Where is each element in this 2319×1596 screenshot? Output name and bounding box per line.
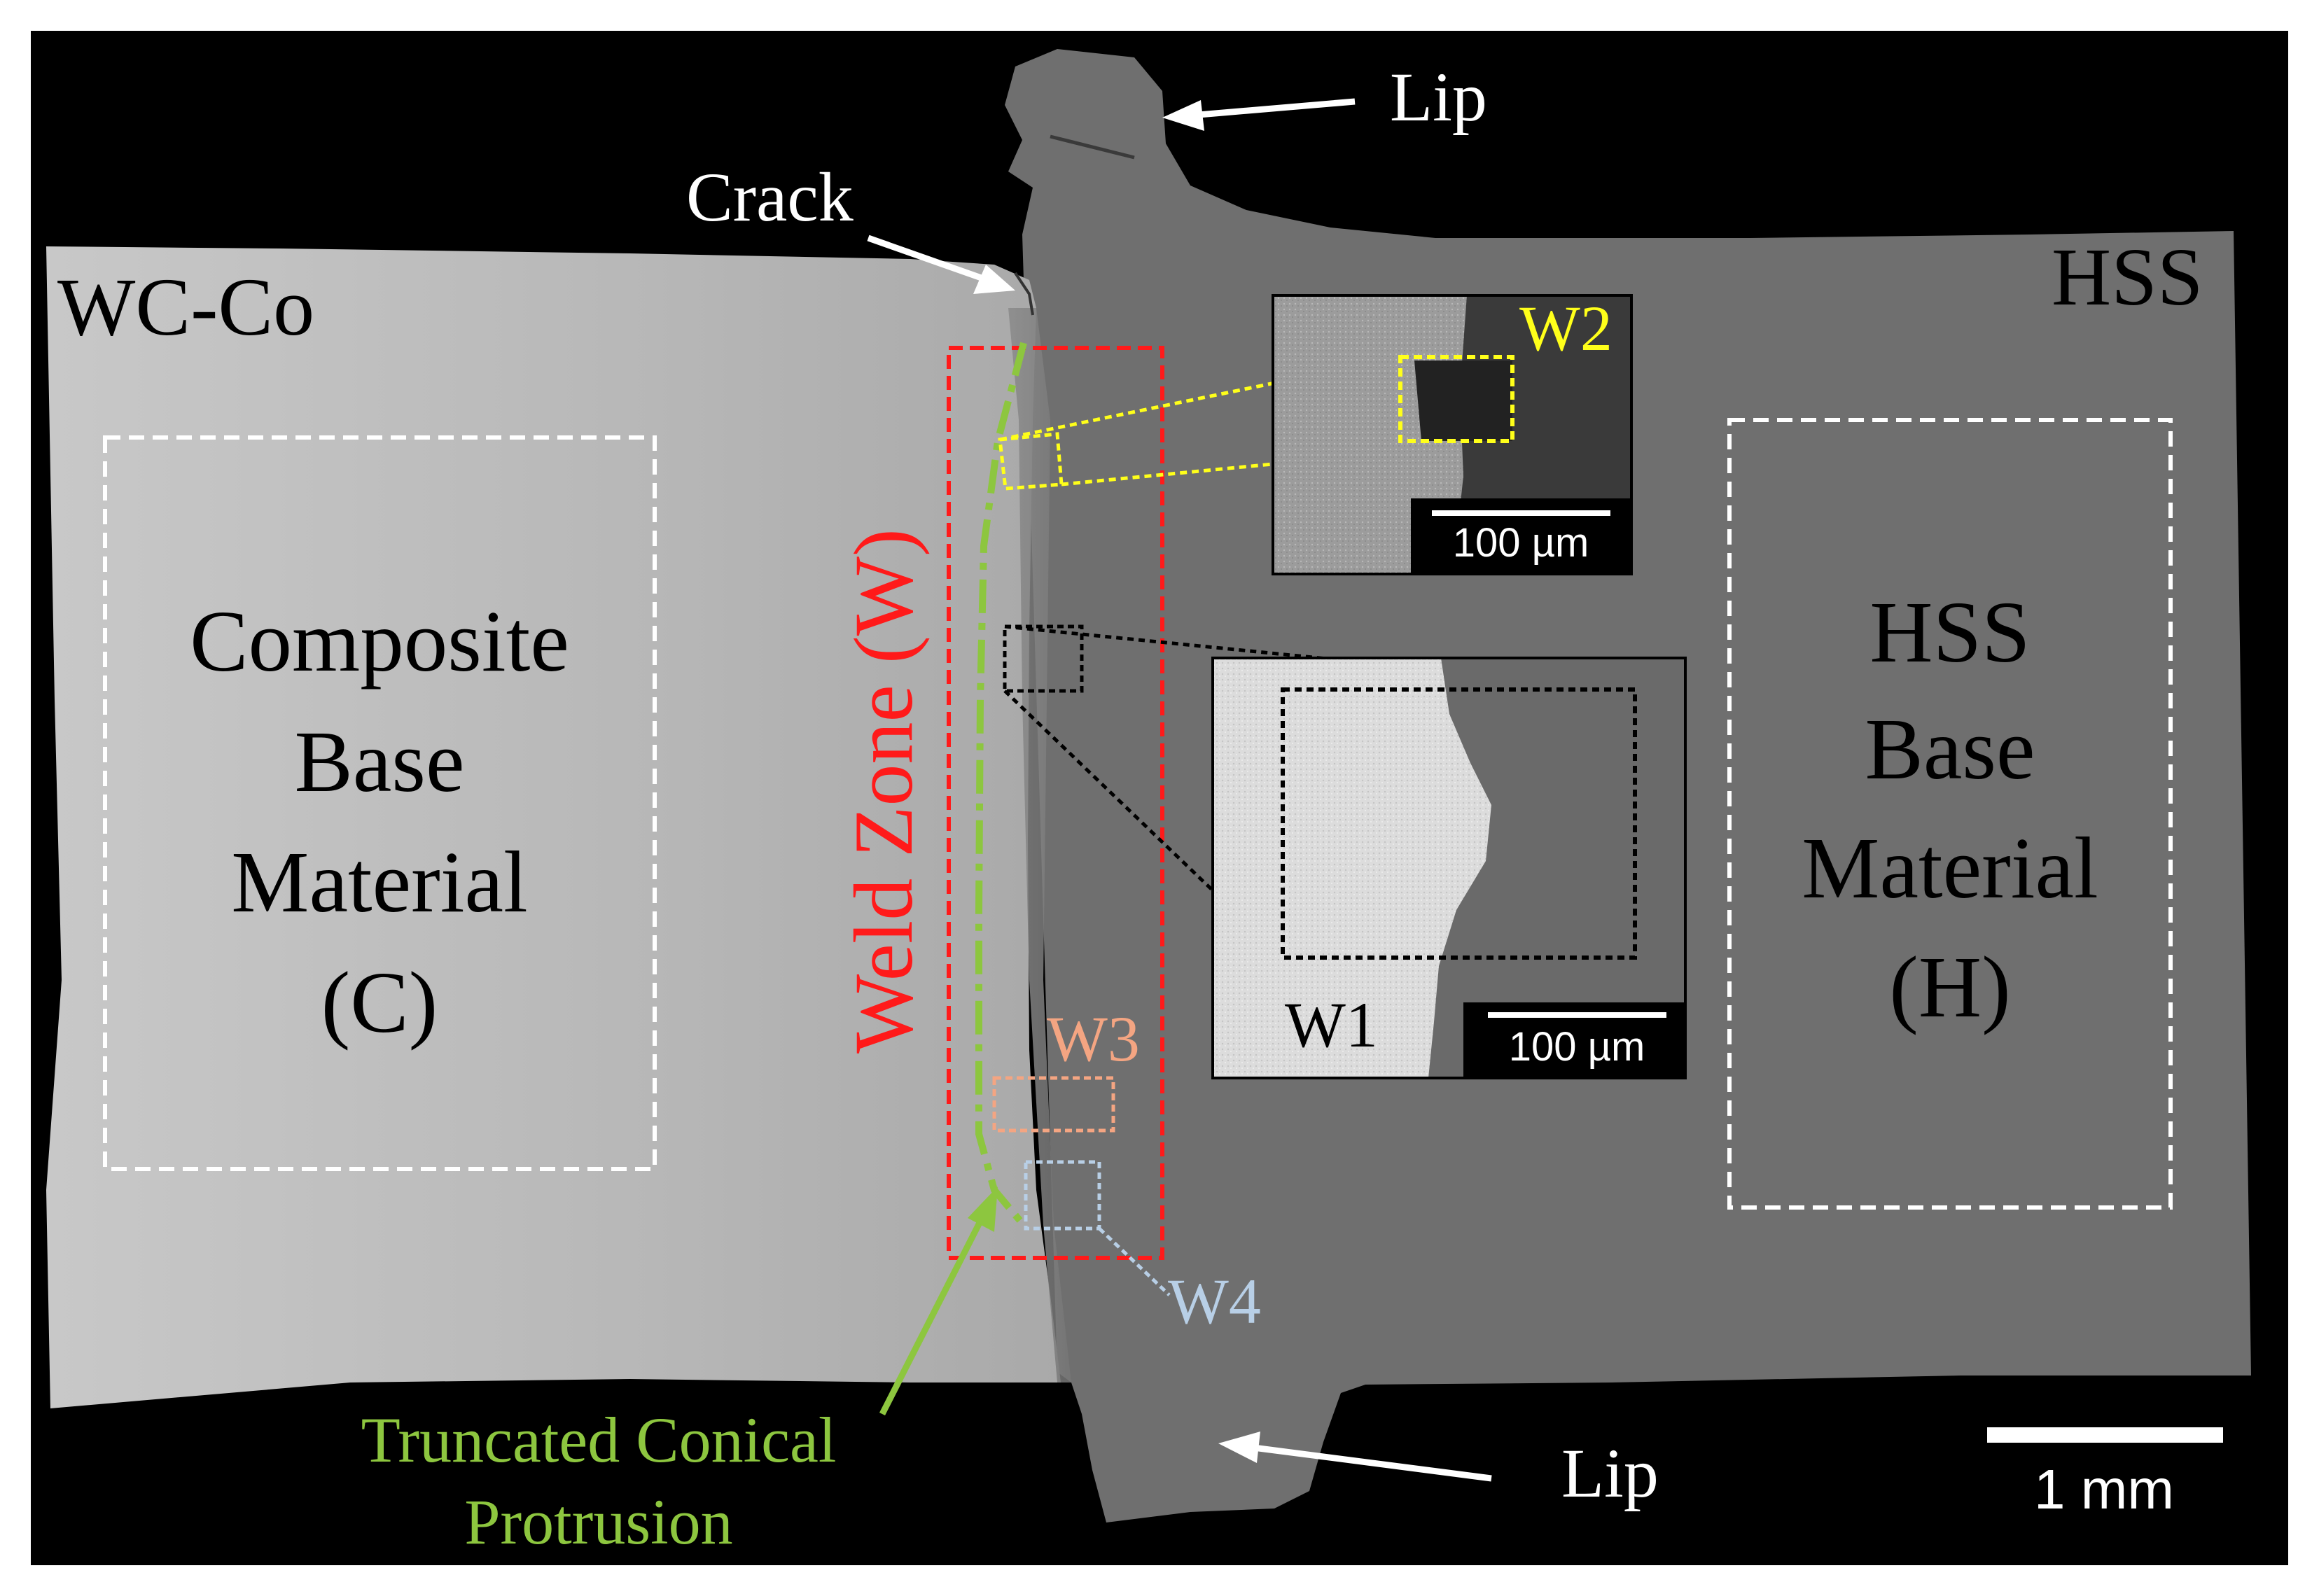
inset-w2-zoom-box [1398,355,1514,443]
crack-arrow-shaft [867,234,989,284]
hss-region-box [1727,418,2173,1210]
protrusion-interface-line [975,342,1027,1228]
w2-label: W2 [1519,293,1613,364]
lip-bottom-arrowhead [1218,1432,1260,1463]
protrusion-arrow-shaft [879,1212,987,1416]
inset-w1-frame [1211,657,1687,1079]
composite-label-line4: (C) [321,955,438,1051]
hss-base-label-line4: (H) [1889,939,2011,1036]
protrusion-label-line2: Protrusion [464,1486,732,1558]
composite-label-line2: Base [295,714,465,811]
w4-location-box [1024,1160,1101,1231]
lip-fold-line [1050,134,1135,160]
composite-region-box [103,435,657,1171]
w2-projection-top [999,355,1401,442]
wc-co-label: WC-Co [57,261,314,353]
wc-co-specimen [46,246,1061,1408]
weld-interface-band [1008,308,1071,1382]
hss-label: HSS [2052,231,2203,323]
w1-location-box [1003,624,1084,693]
inset-w1-scale-label: 100 µm [1509,1024,1645,1070]
protrusion-arrowhead [968,1186,998,1232]
weld-zone-box [947,346,1164,1260]
crack-arrowhead [973,265,1015,294]
w1-label: W1 [1285,989,1378,1060]
w3-location-box [992,1076,1115,1133]
hss-base-label-line3: Material [1802,820,2098,917]
w4-leader-line [1098,1227,1171,1296]
w4-label: W4 [1168,1266,1261,1337]
hss-base-label-line2: Base [1865,701,2035,798]
lip-top-label: Lip [1390,58,1487,136]
crack-line [1014,272,1034,316]
composite-label-line1: Composite [190,594,569,690]
main-scale-label: 1 mm [2034,1458,2174,1520]
composite-label-line3: Material [231,834,527,931]
lip-bottom-arrow-shaft [1253,1444,1492,1482]
crack-label: Crack [686,158,854,236]
lip-top-arrow-shaft [1190,98,1356,119]
weld-zone-label: Weld Zone (W) [837,528,930,1054]
hss-base-label-line1: HSS [1869,584,2030,681]
w3-label: W3 [1047,1003,1140,1074]
inset-w2-scale-label: 100 µm [1453,520,1589,566]
w2-location-box [998,432,1064,491]
lip-bottom-label: Lip [1561,1434,1659,1512]
protrusion-label-line1: Truncated Conical [361,1404,837,1476]
lip-top-arrowhead [1162,100,1204,131]
w1-projection-bottom [1003,690,1284,959]
